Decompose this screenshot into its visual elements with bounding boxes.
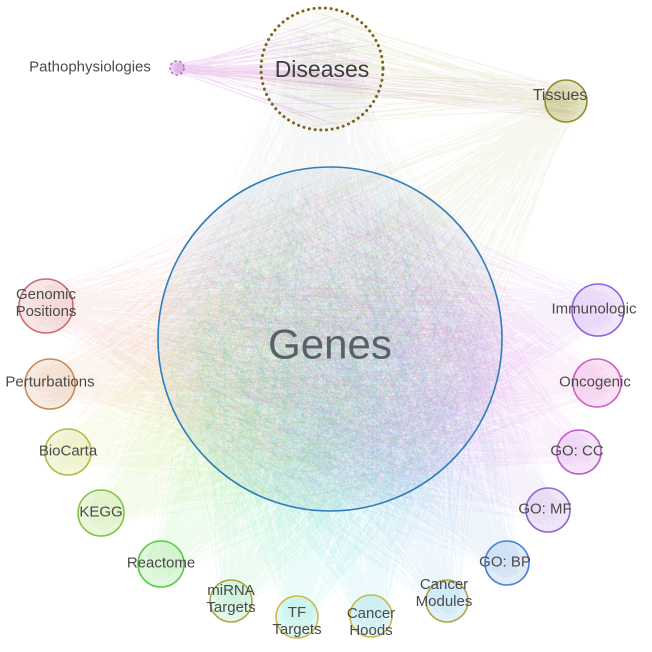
node-fill-immunologic (572, 284, 624, 336)
node-go-mf[interactable] (525, 487, 571, 533)
edge-bundle-pathophysiologies-tissues (172, 63, 586, 121)
edge-bundle-perturbations-genes (32, 175, 490, 497)
node-pathophysiologies[interactable] (169, 60, 185, 76)
node-biocarta[interactable] (44, 428, 92, 476)
edge-bundle-mirna-targets-genes (165, 178, 493, 617)
node-fill-tf-targets (276, 596, 318, 638)
edge-bundle-diseases-genes (167, 24, 490, 497)
node-mirna-targets[interactable] (209, 579, 253, 623)
node-fill-perturbations (25, 359, 75, 409)
edge-bundle-immunologic-genes (167, 190, 617, 497)
node-fill-biocarta (45, 429, 91, 475)
node-immunologic[interactable] (571, 283, 625, 337)
node-fill-tissues (545, 80, 587, 122)
node-fill-diseases (261, 8, 383, 130)
edge-bundle-biocarta-genes (52, 178, 490, 505)
edge-bundle-tissues-diseases (266, 11, 581, 127)
node-fill-pathophysiologies (170, 61, 184, 75)
edge-bundle-tissues-genes (177, 86, 581, 493)
node-cancer-hoods[interactable] (349, 594, 393, 638)
node-tissues[interactable] (544, 79, 588, 123)
node-reactome[interactable] (137, 540, 185, 588)
edge-bundle-cancer-hoods-genes (173, 181, 488, 631)
edge-bundle-kegg-genes (85, 176, 489, 530)
node-fill-reactome (138, 541, 184, 587)
node-fill-mirna-targets (210, 580, 252, 622)
node-fill-cancer-modules (426, 580, 468, 622)
node-diseases[interactable] (259, 6, 385, 132)
edge-bundle-pathophysiologies-diseases (173, 16, 378, 126)
node-oncogenic[interactable] (572, 358, 622, 408)
node-perturbations[interactable] (24, 358, 76, 410)
node-fill-genomic-positions (19, 279, 73, 333)
edge-bundle-go-mf-genes (172, 177, 564, 526)
node-fill-go-cc (557, 430, 601, 474)
node-fill-cancer-hoods (350, 595, 392, 637)
edge-bundle-go-cc-genes (174, 174, 595, 495)
node-fill-go-mf (526, 488, 570, 532)
node-tf-targets[interactable] (275, 595, 319, 639)
node-fill-genes (158, 167, 502, 511)
edge-bundle-oncogenic-genes (165, 175, 614, 501)
node-genes[interactable] (157, 166, 503, 512)
node-fill-go-bp (485, 541, 529, 585)
node-cancer-modules[interactable] (425, 579, 469, 623)
node-fill-kegg (78, 490, 124, 536)
edge-bundle-tf-targets-genes (169, 180, 486, 632)
node-fill-oncogenic (573, 359, 621, 407)
node-go-cc[interactable] (556, 429, 602, 475)
node-kegg[interactable] (77, 489, 125, 537)
edge-bundle-reactome-genes (145, 176, 489, 580)
edge-bundle-go-bp-genes (167, 175, 522, 579)
node-genomic-positions[interactable] (18, 278, 74, 334)
node-go-bp[interactable] (484, 540, 530, 586)
